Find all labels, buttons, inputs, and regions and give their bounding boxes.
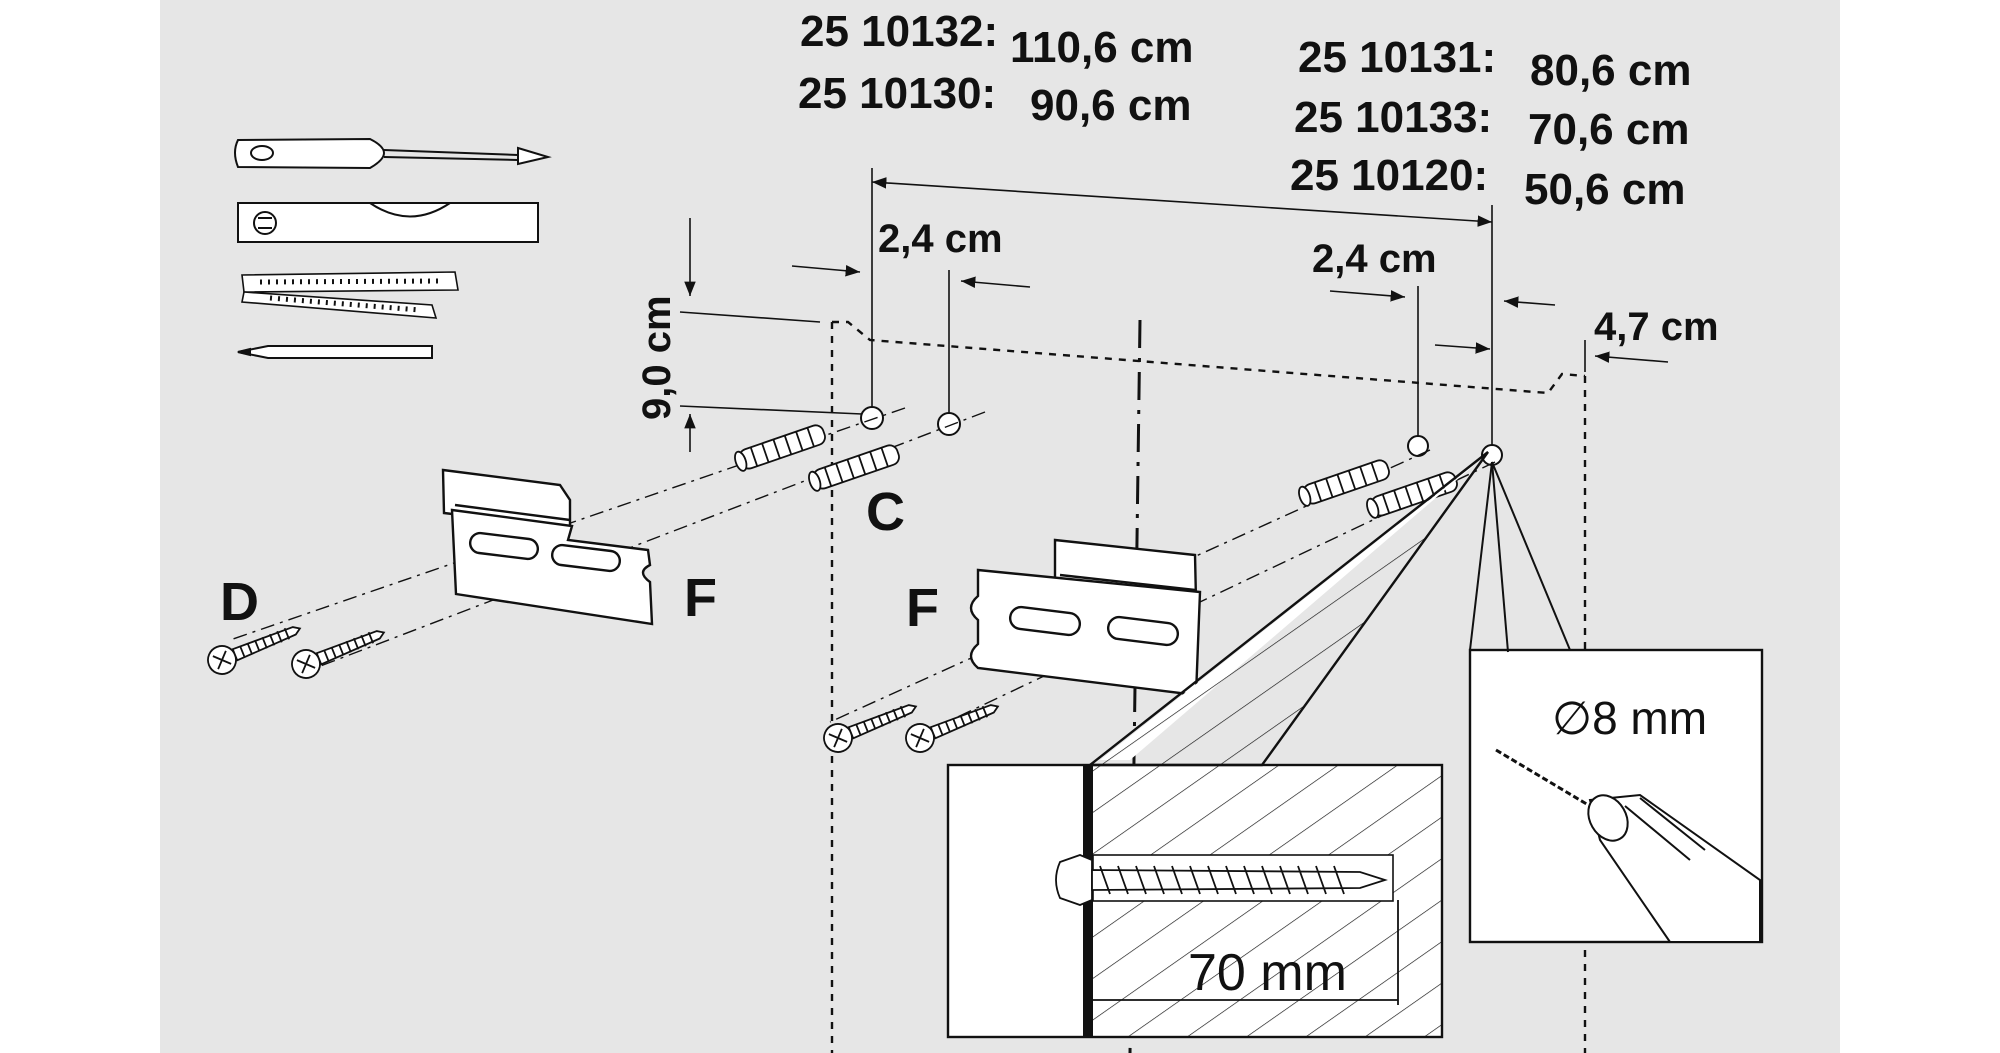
anchor-screw-section — [1055, 854, 1388, 906]
offset-label: 4,7 cm — [1594, 305, 1719, 349]
section-callout — [946, 451, 1489, 1039]
model-label: 25 10132: — [800, 7, 998, 56]
depth-dimension — [1093, 900, 1399, 1005]
screws — [207, 626, 1000, 753]
pencil-icon — [237, 345, 433, 359]
model-label: 25 10120: — [1290, 151, 1488, 200]
bracket-left — [441, 468, 654, 626]
folding-rule-icon — [241, 271, 459, 319]
wall-plugs — [734, 424, 1458, 519]
height-label: 9,0 cm — [635, 295, 679, 420]
model-length: 70,6 cm — [1528, 105, 1689, 154]
part-label-c: C — [866, 482, 905, 542]
right-margin-band — [1840, 0, 2000, 1053]
drill-diameter-label: ∅8 mm — [1552, 692, 1707, 744]
screwdriver-icon — [234, 137, 552, 170]
model-label: 25 10130: — [798, 69, 996, 118]
part-label-f: F — [906, 578, 939, 638]
right-spacing-label: 2,4 cm — [1312, 237, 1437, 281]
left-margin-band — [0, 0, 160, 1053]
model-length: 50,6 cm — [1524, 165, 1685, 214]
spirit-level-icon — [237, 202, 539, 243]
model-label: 25 10131: — [1298, 33, 1496, 82]
model-length: 80,6 cm — [1530, 46, 1691, 95]
model-length: 90,6 cm — [1030, 81, 1191, 130]
screw-depth-label: 70 mm — [1188, 944, 1347, 1002]
drill-icon — [1495, 748, 1761, 943]
part-label-f: F — [684, 568, 717, 628]
drill-holes — [860, 406, 1503, 466]
model-label: 25 10133: — [1294, 93, 1492, 142]
left-spacing-label: 2,4 cm — [878, 217, 1003, 261]
bracket-right — [969, 538, 1202, 697]
part-label-d: D — [220, 572, 259, 632]
model-length: 110,6 cm — [1010, 23, 1194, 72]
dimension-lines — [679, 168, 1669, 452]
